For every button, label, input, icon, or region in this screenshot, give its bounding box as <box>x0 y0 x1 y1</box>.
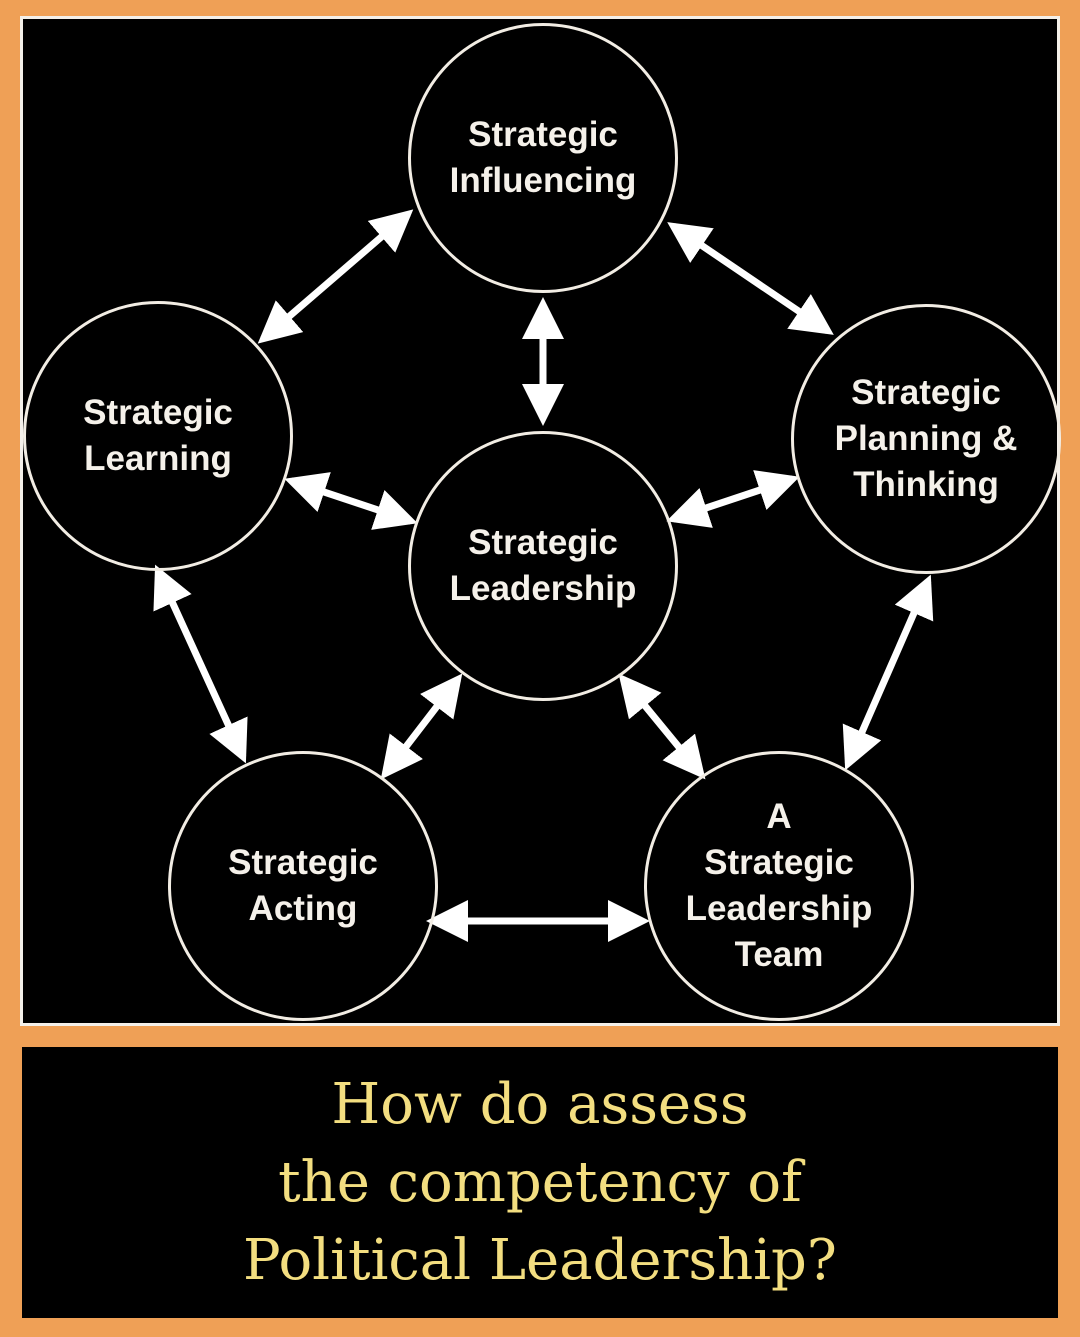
caption-text: How do assess the competency of Politica… <box>243 1071 837 1293</box>
arrow-learning-acting <box>153 564 248 764</box>
arrows-layer <box>153 209 934 942</box>
caption-box: How do assess the competency of Politica… <box>22 1047 1058 1318</box>
arrow-influencing-learning <box>257 209 414 344</box>
node-label: Strategic Acting <box>228 843 378 928</box>
node-label: Strategic Influencing <box>449 115 637 200</box>
node-label: Strategic Learning <box>83 393 233 478</box>
arrow-planning-leadership <box>666 470 800 528</box>
arrow-leadership-team <box>618 673 706 780</box>
node-label: A Strategic Leadership Team <box>685 797 873 974</box>
node-label: Strategic Planning & Thinking <box>834 373 1018 504</box>
arrow-leadership-acting <box>380 673 463 780</box>
node-label: Strategic Leadership <box>449 523 637 608</box>
node-strategic-leadership-team: A Strategic Leadership Team <box>644 751 914 1021</box>
node-strategic-influencing: Strategic Influencing <box>408 23 678 293</box>
node-strategic-planning-thinking: Strategic Planning & Thinking <box>791 304 1061 574</box>
arrow-influencing-planning <box>667 222 834 335</box>
node-strategic-leadership: Strategic Leadership <box>408 431 678 701</box>
node-strategic-acting: Strategic Acting <box>168 751 438 1021</box>
strategic-leadership-diagram: Strategic Influencing Strategic Learning… <box>20 16 1061 1026</box>
arrow-planning-team <box>842 574 934 771</box>
node-strategic-learning: Strategic Learning <box>23 301 293 571</box>
arrow-learning-leadership <box>284 472 418 530</box>
